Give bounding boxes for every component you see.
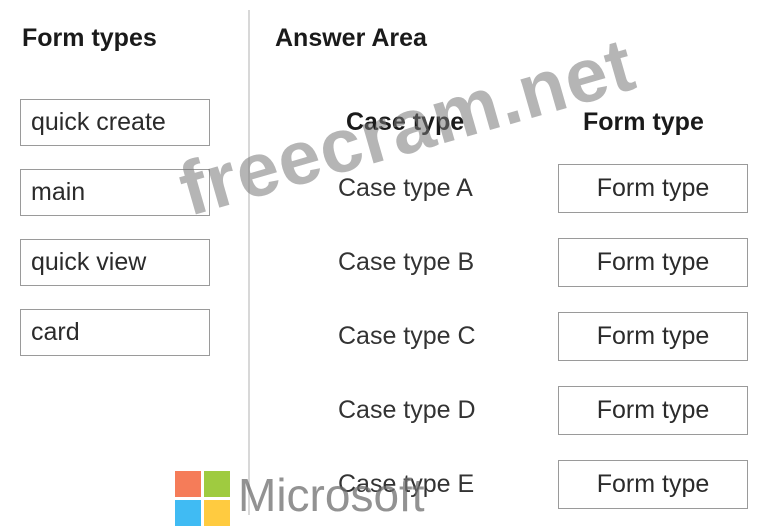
form-type-drop-target-e[interactable]: Form type	[558, 460, 748, 509]
case-type-d-label: Case type D	[338, 396, 476, 424]
form-type-quick-create[interactable]: quick create	[20, 99, 210, 146]
form-type-main[interactable]: main	[20, 169, 210, 216]
case-type-e-label: Case type E	[338, 470, 475, 498]
case-type-b-label: Case type B	[338, 248, 475, 276]
case-type-a-label: Case type A	[338, 174, 473, 202]
microsoft-logo-icon	[175, 471, 231, 527]
form-type-card[interactable]: card	[20, 309, 210, 356]
form-type-column-header: Form type	[583, 108, 704, 136]
form-types-heading: Form types	[22, 24, 157, 52]
form-type-drop-target-a[interactable]: Form type	[558, 164, 748, 213]
form-type-quick-view[interactable]: quick view	[20, 239, 210, 286]
panel-divider	[248, 10, 250, 515]
answer-area-heading: Answer Area	[275, 24, 427, 52]
form-type-drop-target-b[interactable]: Form type	[558, 238, 748, 287]
form-type-drop-target-d[interactable]: Form type	[558, 386, 748, 435]
form-type-drop-target-c[interactable]: Form type	[558, 312, 748, 361]
case-type-c-label: Case type C	[338, 322, 476, 350]
case-type-column-header: Case type	[346, 108, 465, 136]
